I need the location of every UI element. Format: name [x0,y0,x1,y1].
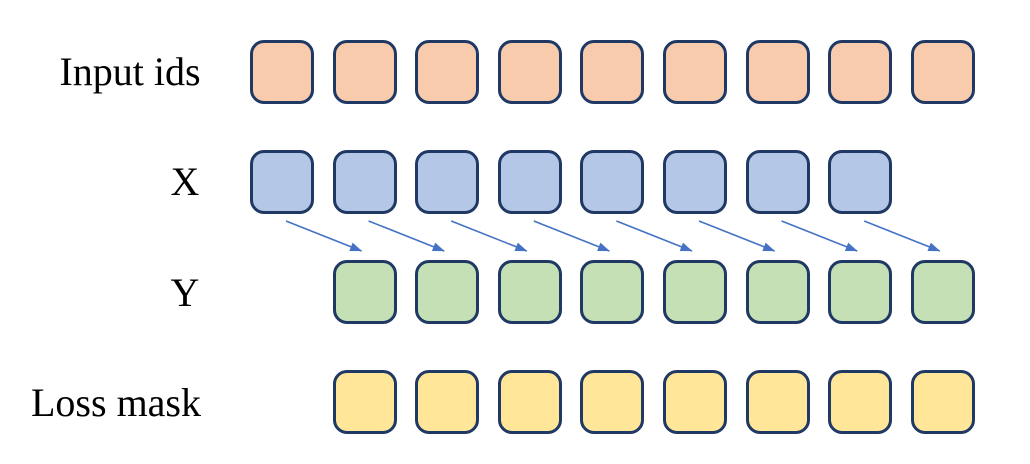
shift-arrow [285,220,363,252]
token-box-input-ids [332,40,397,104]
token-box-x [332,150,397,214]
row-label-y: Y [170,270,200,315]
token-box-y [332,260,397,324]
token-box-y [497,260,562,324]
shift-arrow [533,220,610,252]
token-box-x [497,150,562,214]
token-box-y [828,260,893,324]
shift-arrow [616,220,693,252]
shift-arrow [450,220,528,252]
token-box-x [663,150,727,214]
token-box-input-ids [828,40,893,104]
shift-arrow [781,220,858,252]
token-box-y [745,260,810,324]
token-box-y [663,260,727,324]
token-box-loss-mask [910,370,975,434]
token-box-loss-mask [415,370,480,434]
token-box-loss-mask [497,370,562,434]
token-box-input-ids [745,40,810,104]
shift-arrow [863,220,941,252]
token-box-loss-mask [828,370,893,434]
token-box-loss-mask [663,370,727,434]
row-label-x: X [170,159,200,204]
token-box-x [415,150,480,214]
row-label-loss-mask: Loss mask [31,380,201,425]
token-box-input-ids [497,40,562,104]
token-box-input-ids [415,40,480,104]
shift-arrow [698,220,776,252]
shift-arrow [368,220,445,252]
token-box-input-ids [910,40,975,104]
token-box-x [580,150,645,214]
token-box-loss-mask [332,370,397,434]
token-box-y [580,260,645,324]
token-box-loss-mask [745,370,810,434]
token-box-loss-mask [580,370,645,434]
token-box-input-ids [663,40,727,104]
token-box-y [415,260,480,324]
token-box-y [910,260,975,324]
token-box-x [745,150,810,214]
token-box-input-ids [250,40,314,104]
token-box-x [828,150,893,214]
token-box-input-ids [580,40,645,104]
token-box-x [250,150,314,214]
row-label-input-ids: Input ids [59,49,201,94]
